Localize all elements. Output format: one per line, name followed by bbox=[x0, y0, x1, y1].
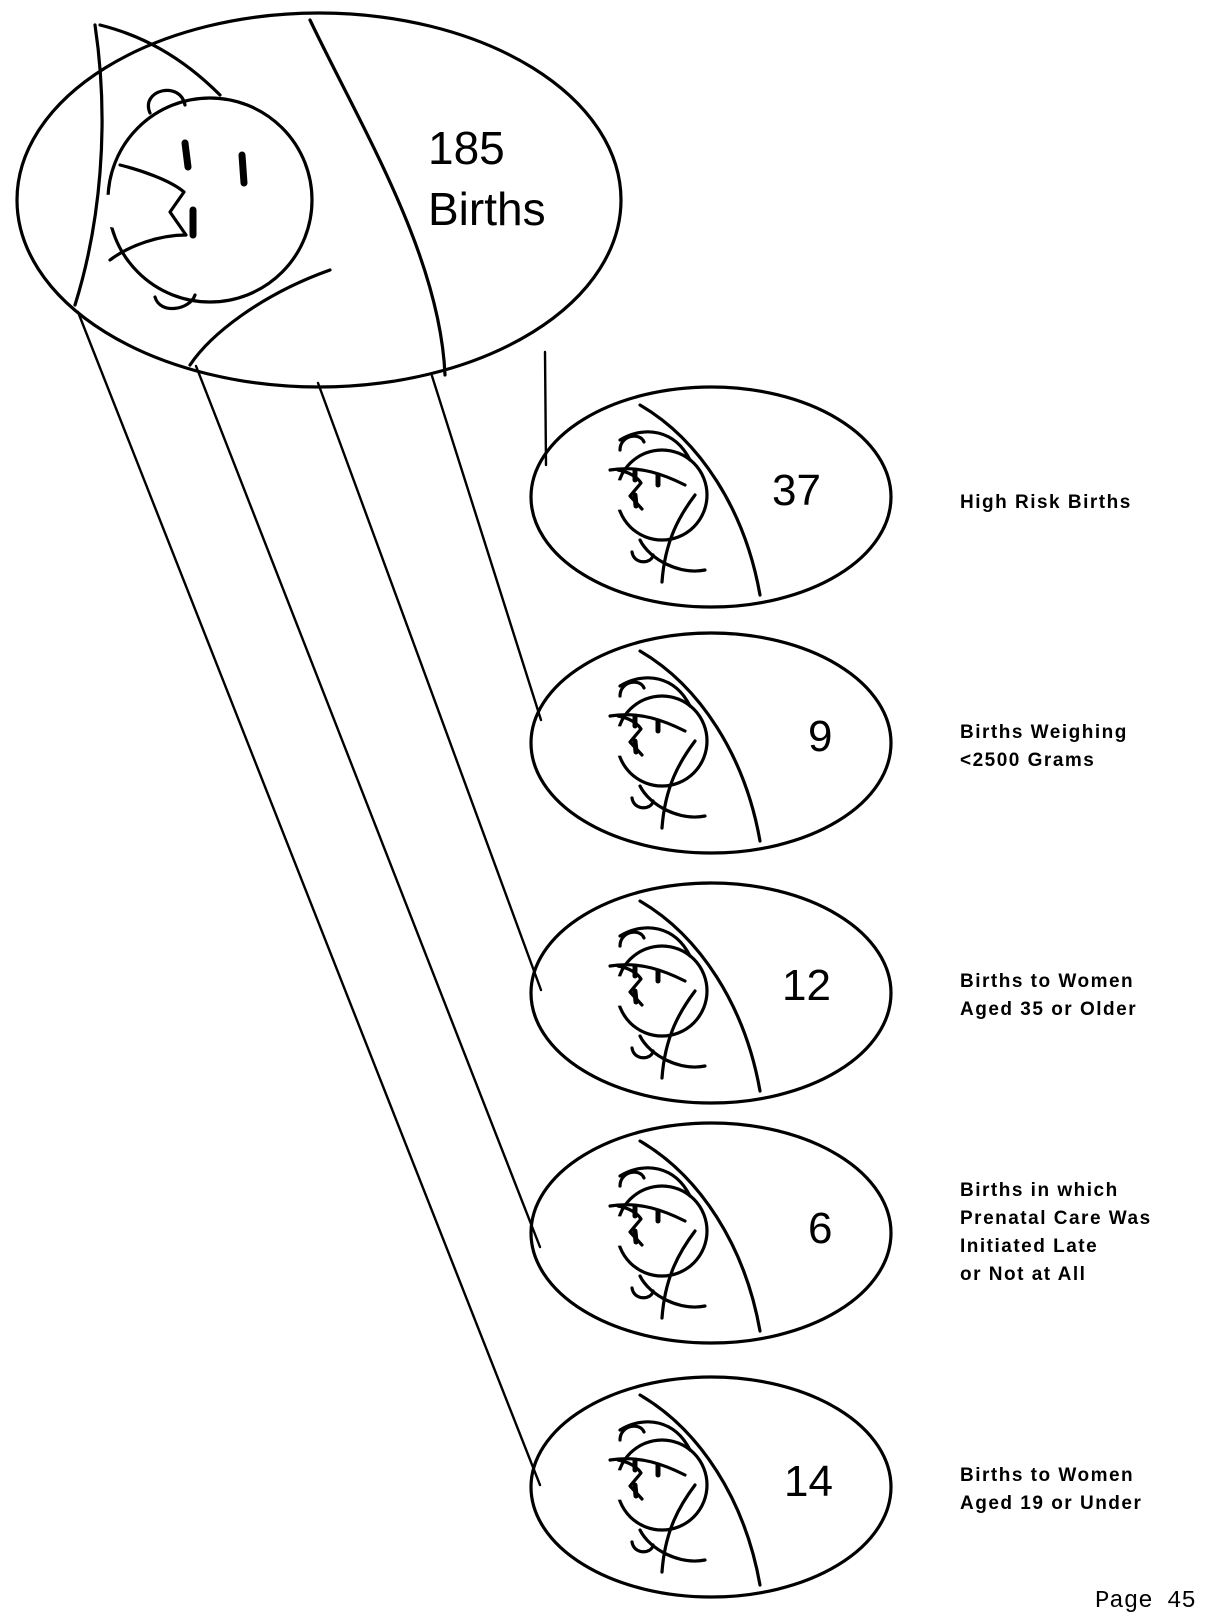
group-label-line: Aged 19 or Under bbox=[960, 1493, 1142, 1514]
group-label-line: High Risk Births bbox=[960, 492, 1132, 513]
baby-icon bbox=[608, 1393, 762, 1587]
group-label-line: Births to Women bbox=[960, 1465, 1134, 1486]
group-ellipse bbox=[529, 881, 893, 1105]
page-number: Page 45 bbox=[1095, 1588, 1196, 1615]
baby-icon bbox=[73, 18, 447, 377]
connector-line bbox=[543, 350, 548, 467]
group-late-prenatal-care: 6 Births in which Prenatal Care Was Init… bbox=[529, 1121, 1158, 1345]
group-ellipse bbox=[529, 631, 893, 855]
group-ellipse bbox=[529, 1375, 893, 1599]
baby-icon bbox=[608, 403, 762, 597]
group-value: 14 bbox=[784, 1457, 833, 1506]
group-label-line: Births in which bbox=[960, 1180, 1119, 1201]
total-births-value: 185 bbox=[428, 122, 505, 174]
connector-line bbox=[194, 364, 542, 1249]
main-ellipse bbox=[15, 11, 623, 389]
group-value: 37 bbox=[772, 466, 821, 515]
group-women-35-older: 12 Births to Women Aged 35 or Older bbox=[529, 881, 1141, 1105]
baby-icon bbox=[608, 899, 762, 1093]
group-high-risk: 37 High Risk Births bbox=[529, 385, 1132, 609]
group-label-line: or Not at All bbox=[960, 1264, 1086, 1285]
group-label: High Risk Births bbox=[960, 492, 1132, 513]
group-label-line: Births to Women bbox=[960, 971, 1134, 992]
group-label: Births to Women Aged 35 or Older bbox=[960, 971, 1141, 1020]
connector-line bbox=[316, 381, 543, 992]
group-label: Births to Women Aged 19 or Under bbox=[960, 1465, 1142, 1514]
group-label: Births in which Prenatal Care Was Initia… bbox=[960, 1180, 1158, 1285]
group-ellipse bbox=[529, 1121, 893, 1345]
connector-line bbox=[430, 374, 543, 722]
group-ellipse bbox=[529, 385, 893, 609]
group-value: 6 bbox=[808, 1204, 832, 1253]
group-label-line: Prenatal Care Was bbox=[960, 1208, 1152, 1229]
group-label-line: Aged 35 or Older bbox=[960, 999, 1137, 1020]
group-low-weight: 9 Births Weighing <2500 Grams bbox=[529, 631, 1135, 855]
group-value: 9 bbox=[808, 712, 832, 761]
main-ellipse-group: 185 Births bbox=[15, 11, 623, 389]
group-label-line: Initiated Late bbox=[960, 1236, 1098, 1257]
group-label: Births Weighing <2500 Grams bbox=[960, 722, 1135, 771]
connector-lines bbox=[76, 310, 548, 1487]
group-label-line: Births Weighing bbox=[960, 722, 1128, 743]
total-births-label: Births bbox=[428, 183, 546, 235]
baby-icon bbox=[608, 1139, 762, 1333]
connector-line bbox=[76, 310, 542, 1487]
group-label-line: <2500 Grams bbox=[960, 750, 1095, 771]
group-value: 12 bbox=[782, 961, 831, 1010]
group-women-19-under: 14 Births to Women Aged 19 or Under bbox=[529, 1375, 1142, 1599]
baby-icon bbox=[608, 649, 762, 843]
